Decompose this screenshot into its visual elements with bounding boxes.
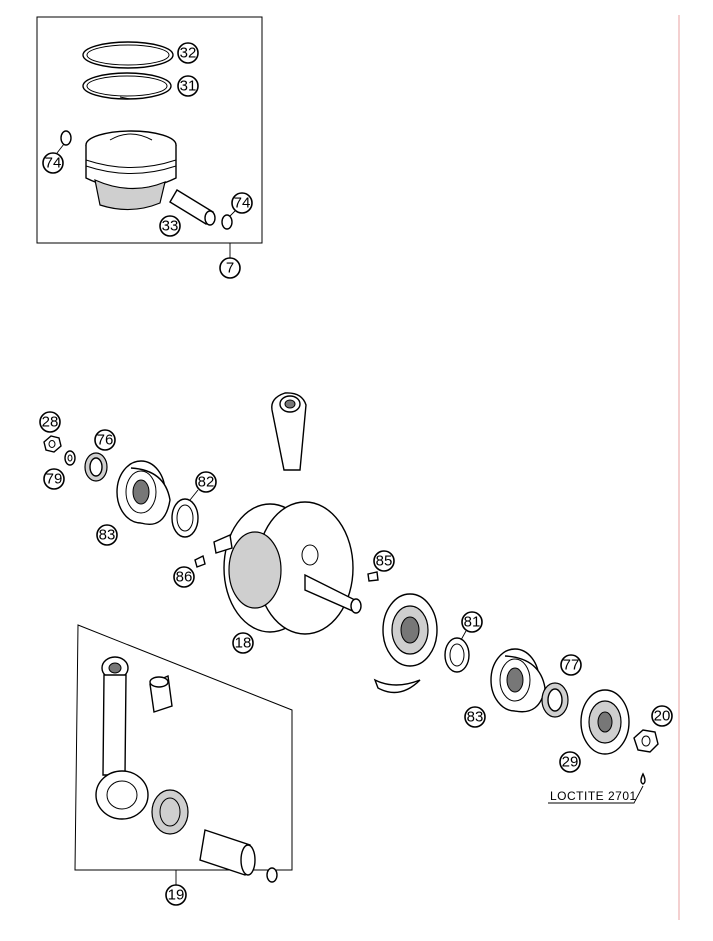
svg-text:81: 81 <box>464 614 481 631</box>
callout-31: 31 <box>177 75 199 97</box>
main-bearing-left <box>116 460 171 525</box>
callout-77: 77 <box>560 654 582 676</box>
piston-pin-circlip-left <box>60 130 72 146</box>
svg-text:77: 77 <box>563 657 580 674</box>
svg-text:79: 79 <box>46 471 63 488</box>
svg-text:19: 19 <box>168 887 185 904</box>
callout-83-left: 83 <box>96 524 118 546</box>
crank-pin <box>199 829 256 876</box>
loctite-note: LOCTITE 2701 <box>550 789 637 803</box>
svg-text:29: 29 <box>562 754 579 771</box>
callout-85: 85 <box>373 550 395 572</box>
callout-83-right: 83 <box>464 706 486 728</box>
piston-ring-lower <box>82 72 172 100</box>
shim-left <box>171 498 199 538</box>
svg-text:74: 74 <box>45 155 62 172</box>
adhesive-drop-icon <box>640 772 646 785</box>
svg-text:82: 82 <box>198 474 215 491</box>
callout-81: 81 <box>461 611 483 633</box>
thrust-washer <box>266 867 278 883</box>
callout-20: 20 <box>651 705 673 727</box>
piston-pin-bearing <box>149 674 173 713</box>
svg-text:28: 28 <box>42 414 59 431</box>
callout-28: 28 <box>39 411 61 433</box>
piston-ring-upper <box>82 41 174 69</box>
callout-74-right: 74 <box>231 192 253 214</box>
svg-text:83: 83 <box>467 709 484 726</box>
leader-74-right <box>229 210 236 217</box>
callout-79: 79 <box>43 468 65 490</box>
crankshaft <box>213 392 362 635</box>
callout-32: 32 <box>177 42 199 64</box>
nut-right <box>633 729 659 753</box>
piston-group-frame <box>36 16 263 244</box>
shim-right <box>444 637 470 673</box>
callout-19: 19 <box>165 884 187 906</box>
needle-bearing <box>151 789 189 835</box>
leader-81 <box>460 630 467 641</box>
callout-18: 18 <box>232 632 254 654</box>
svg-text:32: 32 <box>180 45 197 62</box>
callout-33: 33 <box>159 215 181 237</box>
primary-gear <box>580 689 630 755</box>
nut-left <box>43 435 62 453</box>
washer-left <box>64 450 76 466</box>
piston-pin <box>169 189 216 226</box>
svg-text:86: 86 <box>176 569 193 586</box>
shaft-seal-left <box>84 452 108 482</box>
callout-7: 7 <box>219 257 241 279</box>
svg-text:83: 83 <box>99 527 116 544</box>
shaft-seal-right <box>541 682 569 718</box>
main-bearing-right <box>490 648 546 713</box>
conrod-kit-frame <box>74 624 293 871</box>
leader-74-left <box>56 143 65 154</box>
callout-82: 82 <box>195 471 217 493</box>
svg-text:18: 18 <box>235 635 252 652</box>
connecting-rod <box>95 656 149 820</box>
svg-text:76: 76 <box>97 432 114 449</box>
loctite-leader <box>548 785 644 804</box>
callout-74-left: 74 <box>42 152 64 174</box>
svg-text:74: 74 <box>234 195 251 212</box>
svg-text:85: 85 <box>376 553 393 570</box>
woodruff-key-left <box>194 554 206 568</box>
svg-text:33: 33 <box>162 218 179 235</box>
piston <box>85 130 177 211</box>
callout-86: 86 <box>173 566 195 588</box>
leader-82 <box>189 489 199 501</box>
woodruff-key-right <box>367 571 379 582</box>
piston-pin-circlip-right <box>221 214 233 230</box>
balancer-gear <box>373 593 438 694</box>
svg-text:7: 7 <box>226 260 234 277</box>
callout-29: 29 <box>559 751 581 773</box>
svg-text:20: 20 <box>654 708 671 725</box>
callout-76: 76 <box>94 429 116 451</box>
svg-text:31: 31 <box>180 78 197 95</box>
